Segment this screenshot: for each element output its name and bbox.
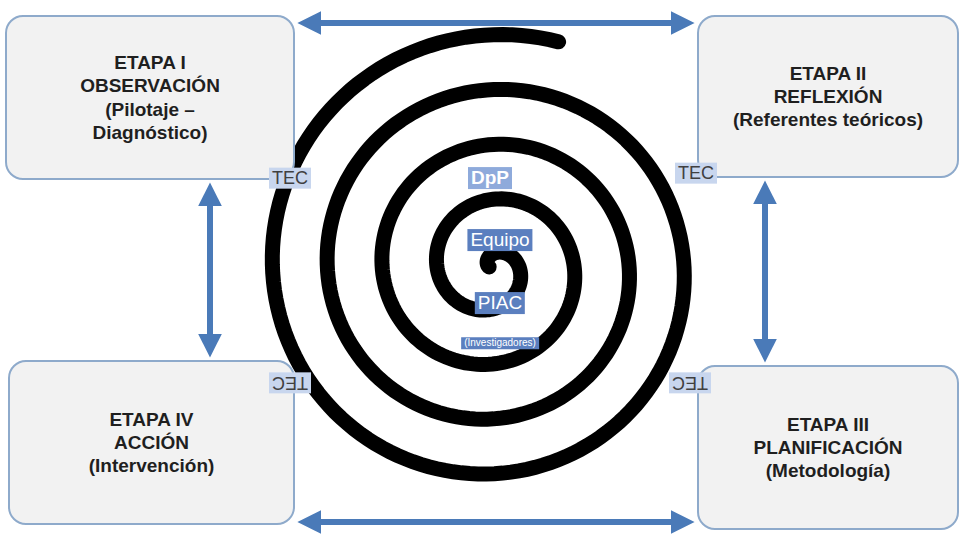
stage-box: ETAPA IIIPLANIFICACIÓN(Metodología) <box>697 365 959 530</box>
stage-number: ETAPA II <box>790 62 867 85</box>
stage-number: ETAPA IV <box>109 408 193 431</box>
circle-label: TEC <box>269 373 311 394</box>
stage-title: OBSERVACIÓN <box>80 74 220 97</box>
circle-shape <box>405 195 595 385</box>
ring-gap <box>467 442 475 538</box>
stage-subtitle: (Metodología) <box>766 459 891 482</box>
circle-label: DpP <box>468 167 512 189</box>
stage-subtitle: (Intervención) <box>89 454 215 477</box>
double-arrow <box>762 190 768 353</box>
stage-title: PLANIFICACIÓN <box>754 436 903 459</box>
concentric-circle: EquipoPIAC (Investigadores) <box>405 195 595 385</box>
circle-label: TEC <box>269 168 311 189</box>
circle-fill <box>406 196 594 384</box>
stage-number: ETAPA I <box>114 51 185 74</box>
outer-ring: TEC TEC TEC TEC DpP EquipoPIAC (Investigadores… <box>228 13 752 537</box>
stage-number: ETAPA III <box>787 413 869 436</box>
ring-gap <box>496 11 499 107</box>
double-arrow <box>307 519 685 525</box>
stage-box: ETAPA IIREFLEXIÓN(Referentes teóricos) <box>697 15 959 178</box>
circle-label: Equipo <box>467 229 532 251</box>
spiral-stroke <box>272 35 684 474</box>
circle-label: TEC <box>675 163 717 184</box>
stage-subtitle: (Referentes teóricos) <box>733 108 923 131</box>
circle-fill <box>229 14 751 536</box>
double-arrow <box>207 192 213 348</box>
circle-label: (Investigadores) <box>461 337 539 349</box>
ring-gap <box>658 281 754 284</box>
stage-title: ACCIÓN <box>114 431 189 454</box>
stage-box: ETAPA IOBSERVACIÓN(Pilotaje – Diagnóstic… <box>5 15 295 180</box>
double-arrow <box>307 20 685 26</box>
stage-box: ETAPA IVACCIÓN(Intervención) <box>8 360 295 525</box>
circle-fill <box>316 101 664 449</box>
stage-subtitle: (Pilotaje – Diagnóstico) <box>50 98 250 144</box>
ring-gap <box>226 281 322 284</box>
circle-shape <box>315 100 665 450</box>
circle-shape <box>228 13 752 537</box>
circle-label: PIAC <box>475 292 525 314</box>
concentric-circle: DpP EquipoPIAC (Investigadores) <box>315 100 665 450</box>
stage-title: REFLEXIÓN <box>774 85 883 108</box>
circle-label: TEC <box>669 373 711 394</box>
